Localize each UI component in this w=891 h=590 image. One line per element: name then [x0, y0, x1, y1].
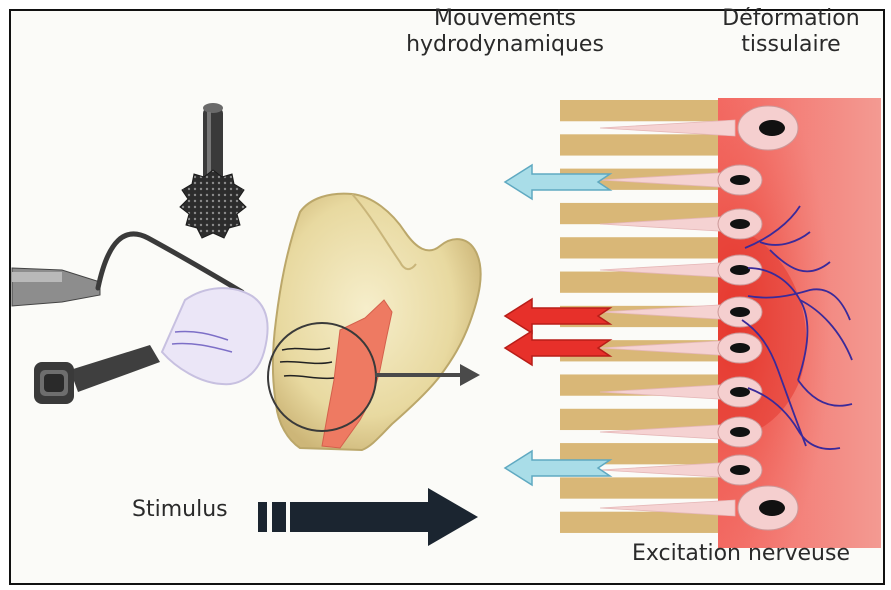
- odontoblast-nucleus: [730, 343, 750, 353]
- dentin-layer: [560, 512, 718, 533]
- dentin-layer: [560, 134, 718, 155]
- odontoblast-nucleus: [730, 465, 750, 475]
- air-syringe-icon: [34, 288, 268, 404]
- tissue-deformation-label: Déformation tissulaire: [706, 6, 876, 58]
- fluid-movement-arrow-red: [505, 299, 610, 333]
- tubule-process: [600, 462, 735, 478]
- odontoblast-nucleus: [730, 427, 750, 437]
- nerve-excitation-label: Excitation nerveuse: [596, 541, 886, 567]
- bur-icon: [180, 103, 246, 238]
- stimulus-arrow: [258, 488, 478, 546]
- odontoblast-nucleus: [759, 500, 785, 516]
- hydrodynamic-label: Mouvements hydrodynamiques: [385, 6, 625, 58]
- tooth-illustration: [268, 194, 481, 450]
- odontoblast-nucleus: [730, 265, 750, 275]
- dentin-layer: [560, 237, 718, 258]
- stimulus-label: Stimulus: [132, 497, 228, 523]
- odontoblast-nucleus: [730, 307, 750, 317]
- odontoblast-nucleus: [730, 219, 750, 229]
- tubule-process: [600, 120, 735, 136]
- dentin-layer: [560, 477, 718, 498]
- odontoblast-nucleus: [730, 387, 750, 397]
- odontoblast-nucleus: [730, 175, 750, 185]
- dentin-layer: [560, 100, 718, 121]
- odontoblast-nucleus: [759, 120, 785, 136]
